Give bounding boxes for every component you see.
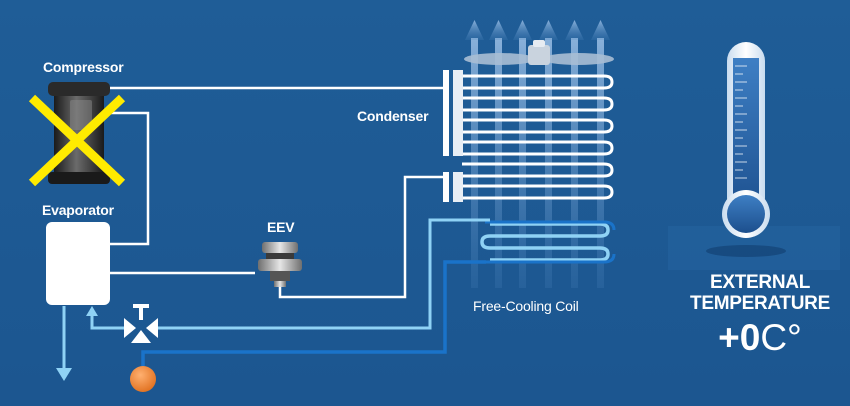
temperature-number: +0 <box>718 317 761 358</box>
temperature-unit: C° <box>760 317 802 358</box>
free-cooling-coil-label: Free-Cooling Coil <box>473 298 579 314</box>
thermometer-icon <box>668 42 840 270</box>
cross-icon <box>28 94 126 187</box>
three-way-valve-icon <box>124 304 158 343</box>
evaporator-unit <box>46 222 110 305</box>
fan-icon <box>464 40 614 65</box>
eev-label: EEV <box>267 219 295 235</box>
water-line-light <box>56 218 490 381</box>
condenser-headers <box>443 70 463 202</box>
condenser-coil <box>462 74 614 200</box>
free-cooling-coil-outer <box>485 220 616 264</box>
external-temperature-line2: TEMPERATURE <box>690 293 830 314</box>
water-line-dark <box>141 260 486 366</box>
external-temperature-value: +0C° <box>670 318 850 358</box>
eev-valve-icon <box>258 242 302 287</box>
refrigerant-lines <box>100 86 443 299</box>
compressor-label: Compressor <box>43 59 124 75</box>
free-cooling-coil <box>480 222 610 262</box>
external-temperature-line1: EXTERNAL <box>710 272 810 293</box>
external-temperature-label: EXTERNAL TEMPERATURE <box>670 272 850 314</box>
condenser-label: Condenser <box>357 108 429 124</box>
evaporator-label: Evaporator <box>42 202 114 218</box>
pump-icon <box>130 366 156 392</box>
